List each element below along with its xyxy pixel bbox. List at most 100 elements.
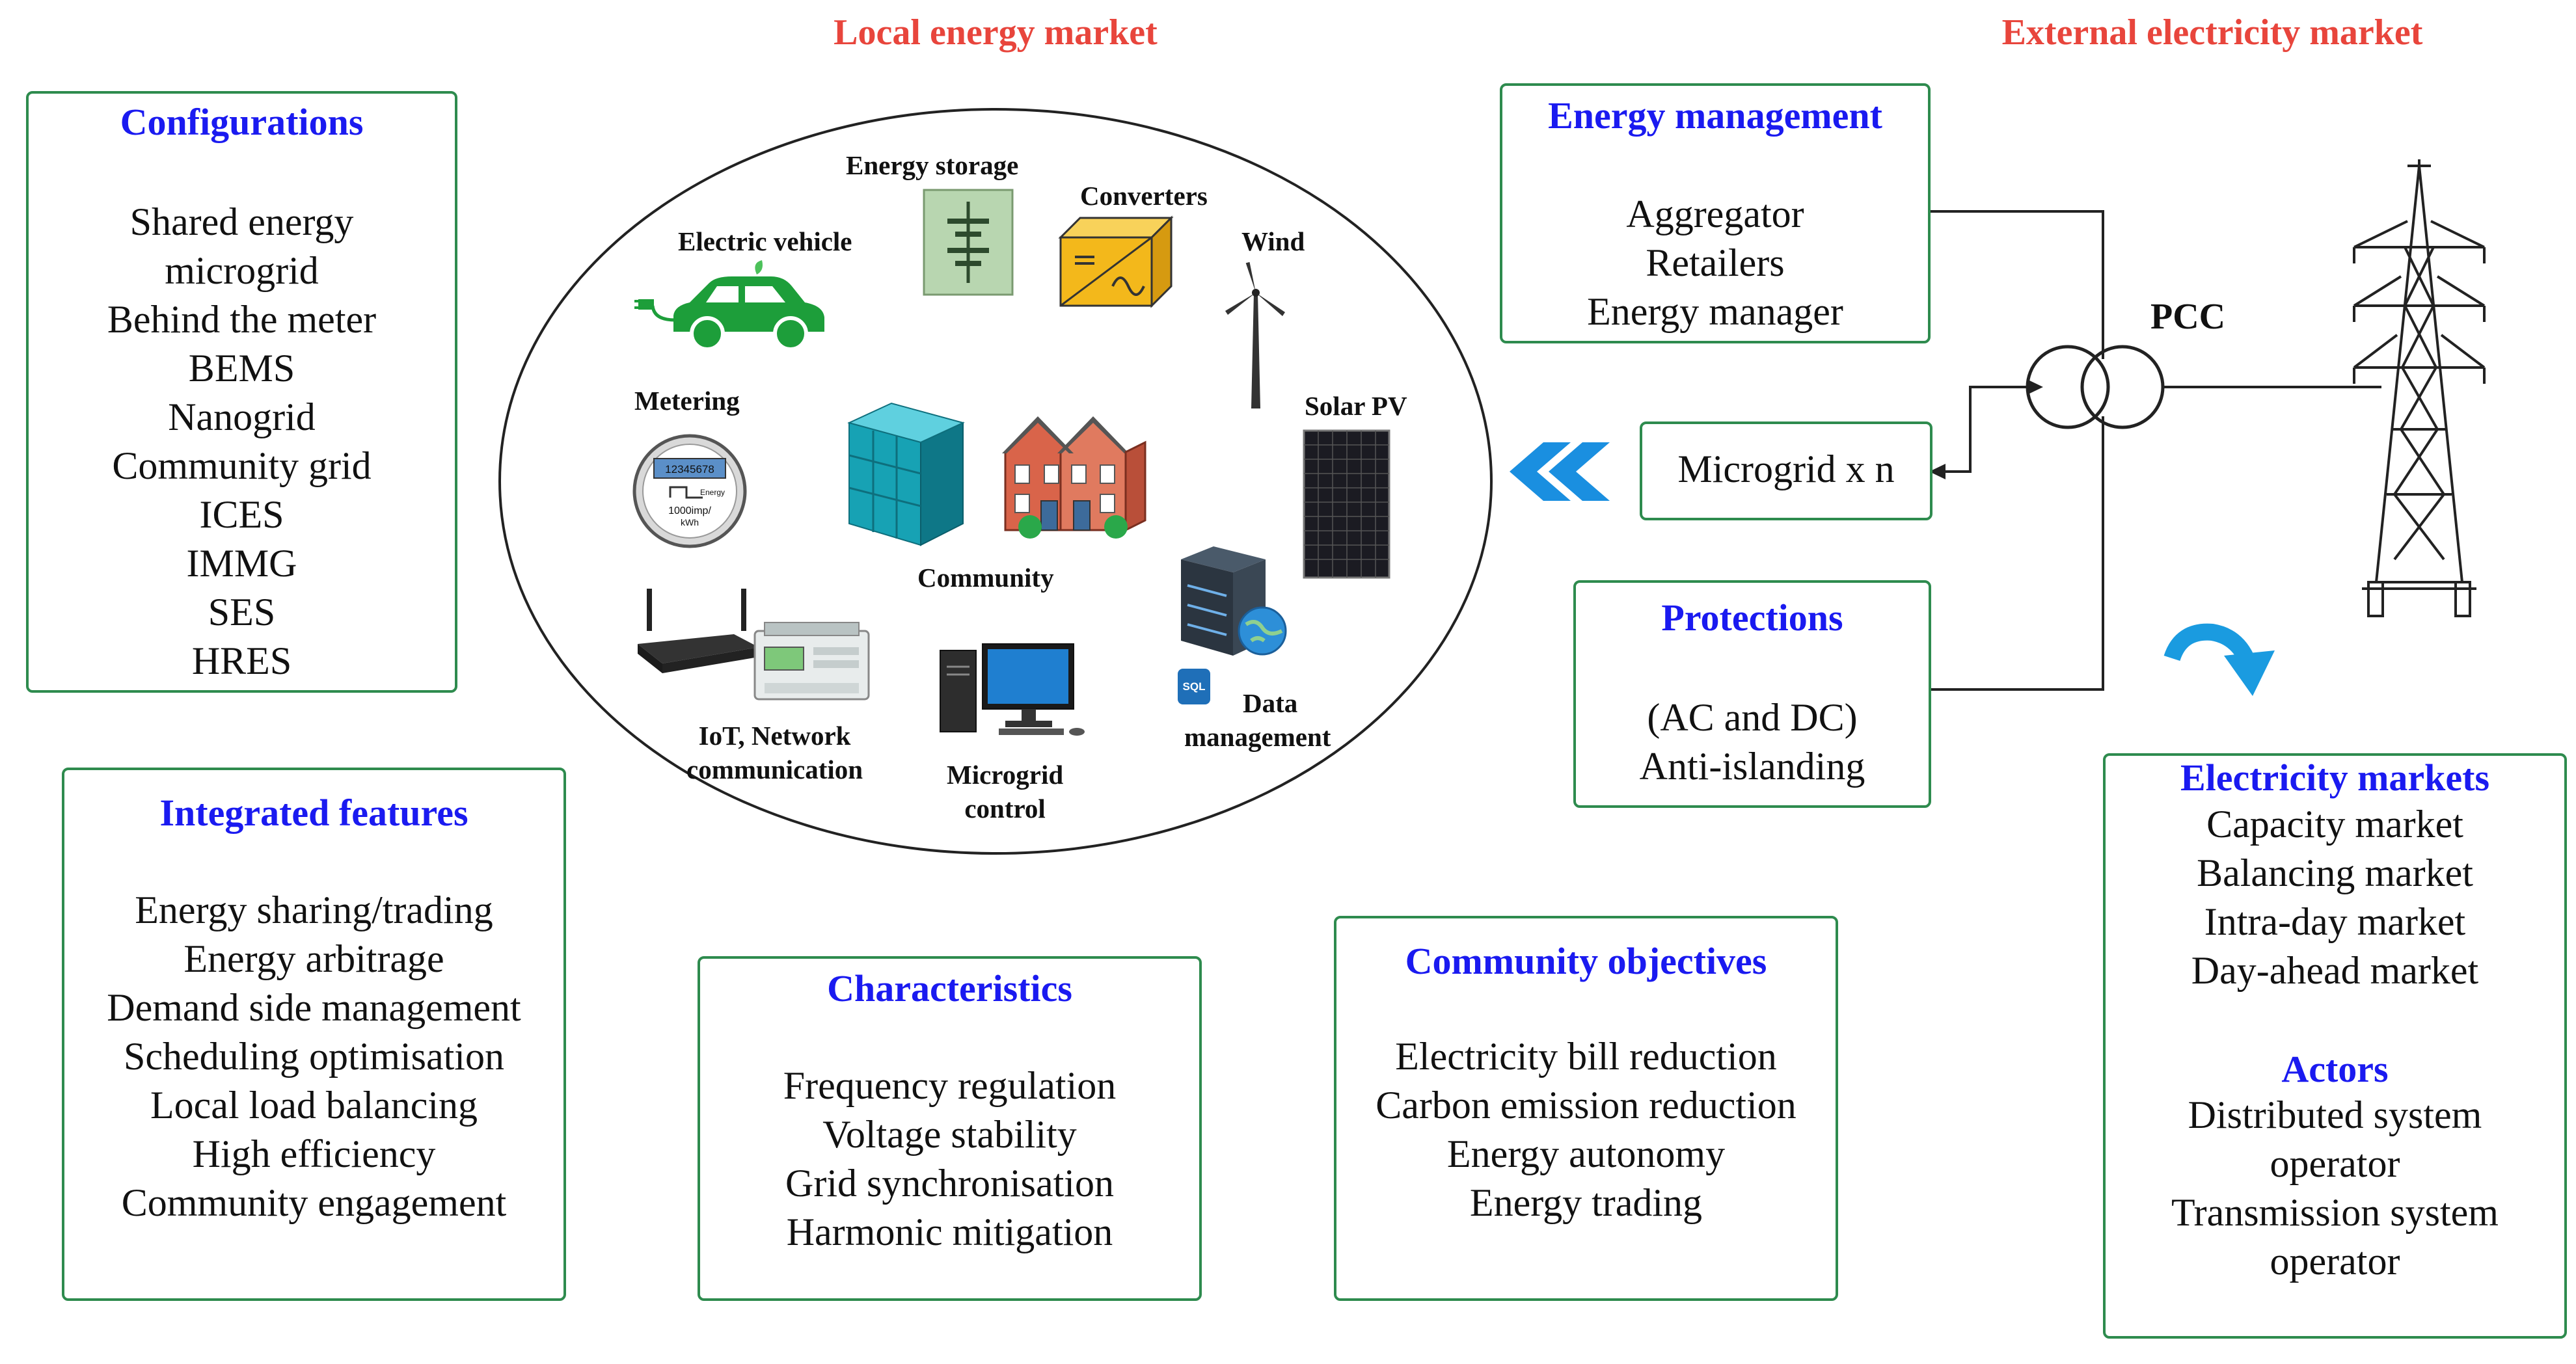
list-item: Demand side management [107, 986, 521, 1029]
list-item: Community grid [112, 444, 372, 487]
list-item: Carbon emission reduction [1376, 1084, 1796, 1127]
microgrid-control-label: Microgrid control [947, 758, 1063, 825]
double-chevron-left-icon [1510, 442, 1610, 501]
converter-icon [1058, 215, 1174, 308]
microgrid-connector [1936, 386, 2038, 473]
energy-storage-label: Energy storage [846, 150, 1019, 180]
list-item: operator [2270, 1240, 2400, 1283]
data-management-line2: management [1184, 722, 1331, 752]
microgrid-text: Microgrid x n [1677, 448, 1895, 490]
wind-label: Wind [1241, 226, 1305, 256]
electricity-markets-list: Capacity market Balancing market Intra-d… [2106, 800, 2564, 995]
iot-label-line1: IoT, Network [698, 721, 851, 751]
list-item: SES [208, 591, 276, 634]
actors-title: Actors [2281, 1048, 2389, 1090]
characteristics-list: Frequency regulation Voltage stability G… [700, 1062, 1199, 1257]
meter-text-energy: Energy [700, 488, 725, 497]
list-item: Anti-islanding [1639, 745, 1865, 788]
configurations-list: Shared energy microgrid Behind the meter… [29, 198, 455, 686]
energy-storage-icon [923, 189, 1014, 296]
configurations-box: Configurations Shared energy microgrid B… [26, 91, 457, 693]
protections-box: Protections (AC and DC) Anti-islanding [1573, 580, 1931, 808]
list-item: Balancing market [2197, 851, 2473, 894]
transmission-tower-icon [2353, 159, 2486, 617]
microgrid-control-line1: Microgrid [947, 760, 1064, 790]
iot-label: IoT, Network communication [686, 719, 863, 786]
controller-device-icon [753, 622, 870, 701]
transformer-icon [2026, 345, 2165, 429]
meter-icon: 12345678 Energy 1000imp/ kWh [632, 434, 747, 548]
computer-icon [940, 643, 1085, 736]
data-management-label: Data management [1184, 686, 1331, 754]
list-item: HRES [191, 639, 292, 682]
electricity-markets-box: Electricity markets Capacity market Bala… [2103, 753, 2567, 1339]
energy-management-title: Energy management [1548, 94, 1882, 137]
list-item: (AC and DC) [1647, 696, 1858, 739]
community-objectives-list: Electricity bill reduction Carbon emissi… [1336, 1032, 1836, 1227]
list-item: Community engagement [121, 1181, 507, 1224]
microgrid-box: Microgrid x n [1640, 421, 1932, 520]
electricity-markets-title: Electricity markets [2180, 756, 2490, 799]
list-item: Voltage stability [822, 1113, 1077, 1156]
community-objectives-box: Community objectives Electricity bill re… [1334, 916, 1838, 1301]
converters-label: Converters [1080, 181, 1208, 211]
router-icon [638, 589, 759, 673]
list-item: operator [2270, 1142, 2400, 1185]
list-item: Energy arbitrage [183, 937, 444, 980]
list-item: Shared energy [129, 200, 354, 243]
community-objectives-title: Community objectives [1405, 940, 1767, 982]
list-item: Nanogrid [168, 395, 316, 438]
iot-label-line2: communication [686, 755, 863, 784]
list-item: microgrid [165, 249, 319, 292]
list-item: Intra-day market [2204, 900, 2466, 943]
electric-vehicle-icon [634, 260, 824, 351]
local-market-ellipse [498, 108, 1493, 855]
list-item: IMMG [186, 542, 297, 585]
characteristics-title: Characteristics [827, 967, 1072, 1010]
list-item: Electricity bill reduction [1395, 1035, 1777, 1078]
list-item: Distributed system [2188, 1093, 2482, 1136]
electric-vehicle-label: Electric vehicle [678, 226, 852, 256]
server-icon [1181, 546, 1287, 656]
community-label: Community [917, 563, 1054, 593]
meter-number: 12345678 [665, 463, 714, 475]
list-item: Aggregator [1626, 193, 1804, 235]
characteristics-box: Characteristics Frequency regulation Vol… [698, 956, 1202, 1301]
external-market-title: External electricity market [2001, 12, 2423, 53]
list-item: High efficiency [192, 1132, 436, 1175]
list-item: Capacity market [2206, 803, 2463, 846]
list-item: Behind the meter [107, 298, 377, 341]
protections-title: Protections [1661, 596, 1843, 639]
list-item: Energy sharing/trading [135, 889, 493, 931]
energy-management-connector [1929, 210, 2104, 359]
pcc-label: PCC [2150, 297, 2226, 337]
data-management-line1: Data [1243, 688, 1298, 718]
meter-text-imp: 1000imp/ [668, 505, 711, 516]
list-item: Energy autonomy [1446, 1132, 1726, 1175]
microgrid-control-line2: control [964, 794, 1046, 823]
protections-list: (AC and DC) Anti-islanding [1576, 693, 1929, 791]
list-item: ICES [199, 493, 284, 536]
list-item: Retailers [1646, 241, 1785, 284]
list-item: Energy trading [1469, 1181, 1703, 1224]
sql-badge-text: SQL [1182, 680, 1206, 693]
wind-turbine-icon [1225, 261, 1285, 408]
list-item: Day-ahead market [2191, 949, 2479, 992]
energy-management-list: Aggregator Retailers Energy manager [1502, 190, 1928, 336]
configurations-title: Configurations [120, 101, 364, 143]
energy-management-box: Energy management Aggregator Retailers E… [1500, 83, 1931, 343]
list-item: Local load balancing [150, 1084, 478, 1127]
list-item: Frequency regulation [783, 1064, 1117, 1107]
protections-connector [1928, 416, 2104, 691]
list-item: Grid synchronisation [785, 1162, 1114, 1205]
sql-database-icon: SQL [1178, 669, 1210, 704]
list-item: Energy manager [1587, 290, 1843, 333]
solar-panel-icon [1303, 429, 1390, 579]
houses-icon [1002, 416, 1146, 539]
list-item: Scheduling optimisation [124, 1035, 504, 1078]
microgrid-label: Microgrid x n [1642, 445, 1930, 494]
local-market-title: Local energy market [834, 12, 1158, 53]
list-item: BEMS [188, 347, 295, 390]
integrated-features-title: Integrated features [159, 792, 468, 834]
